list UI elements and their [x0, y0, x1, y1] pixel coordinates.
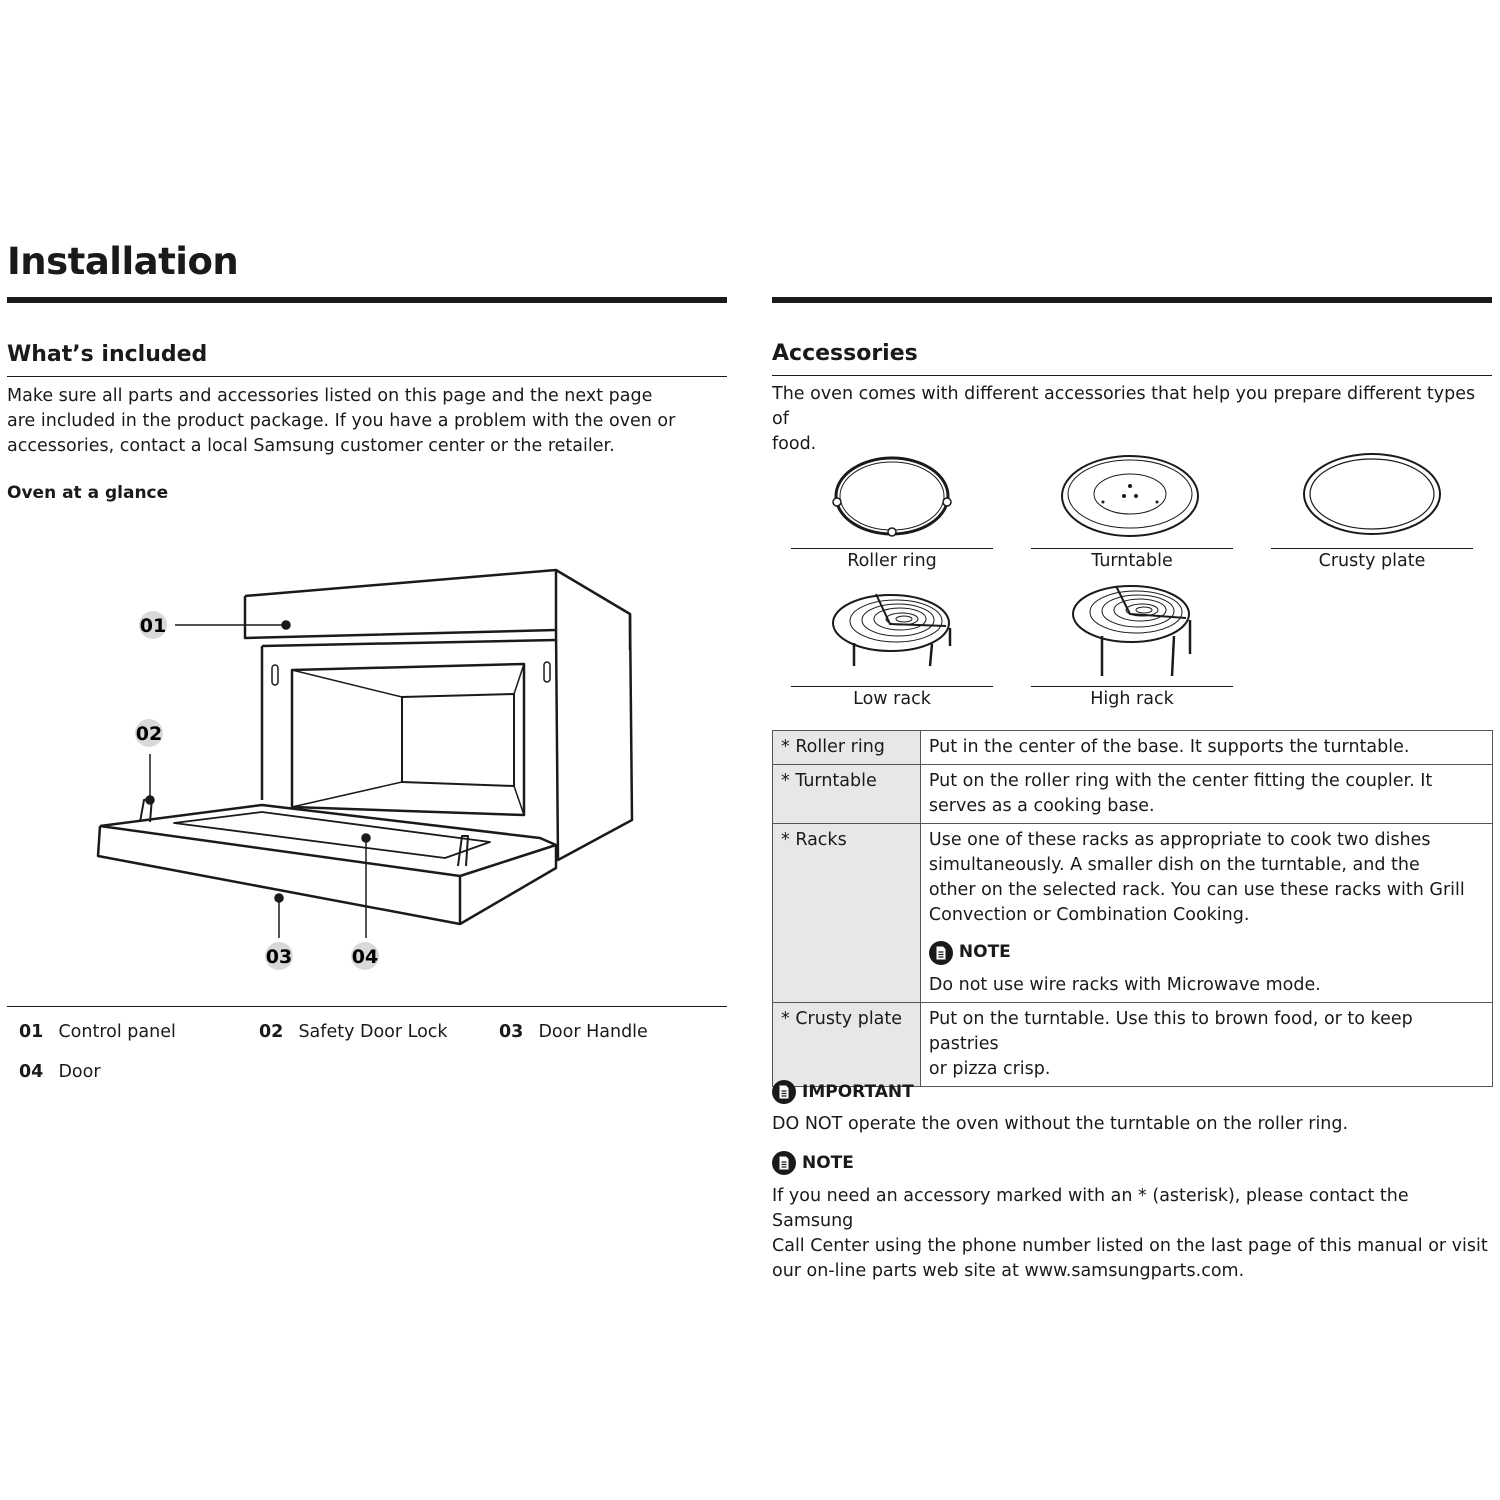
svg-text:04: 04	[352, 946, 378, 968]
low-rack-label: Low rack	[853, 689, 931, 709]
whats-included-title: What’s included	[7, 342, 208, 367]
accessories-title: Accessories	[772, 341, 918, 366]
roller-ring-label: Roller ring	[847, 551, 937, 571]
svg-text:01: 01	[140, 615, 166, 637]
table-row: * Crusty plate Put on the turntable. Use…	[772, 1002, 1494, 1087]
turntable-label: Turntable	[1091, 551, 1173, 571]
svg-text:03: 03	[266, 946, 292, 968]
svg-text:02: 02	[136, 723, 162, 745]
turntable-icon	[1061, 455, 1199, 537]
whats-included-intro: Make sure all parts and accessories list…	[7, 386, 676, 456]
callout-01: 01	[139, 611, 167, 639]
important-icon	[772, 1080, 796, 1104]
table-row: * Roller ring Put in the center of the b…	[772, 730, 1494, 765]
oven-illustration: 01 02 03 04	[96, 568, 634, 970]
racks-note-text: Do not use wire racks with Microwave mod…	[928, 975, 1321, 995]
important-heading: IMPORTANT	[772, 1080, 914, 1104]
high-rack-icon	[1072, 585, 1192, 677]
low-rack-icon	[832, 593, 952, 667]
accessories-table: * Roller ring Put in the center of the b…	[772, 730, 1494, 1087]
legend-item-04: 04 Door	[19, 1062, 101, 1082]
legend-rule	[7, 1006, 727, 1007]
accessories-intro: The oven comes with different accessorie…	[772, 384, 1476, 454]
callout-04: 04	[351, 942, 379, 970]
legend-item-03: 03 Door Handle	[499, 1022, 648, 1042]
table-row: * Turntable Put on the roller ring with …	[772, 764, 1494, 824]
table-row: * Racks Use one of these racks as approp…	[772, 823, 1494, 1003]
high-rack-label: High rack	[1090, 689, 1174, 709]
important-text: DO NOT operate the oven without the turn…	[772, 1114, 1349, 1134]
oven-at-a-glance-heading: Oven at a glance	[7, 483, 169, 503]
note-icon	[928, 940, 953, 965]
page-title: Installation	[7, 240, 239, 283]
note-text: If you need an accessory marked with an …	[772, 1186, 1488, 1281]
roller-ring-icon	[832, 456, 952, 537]
crusty-plate-label: Crusty plate	[1318, 551, 1426, 571]
callout-02: 02	[135, 719, 163, 747]
racks-note-heading: NOTE	[928, 940, 1484, 965]
right-title-rule	[772, 297, 1492, 303]
whats-included-rule	[7, 376, 727, 377]
left-title-rule	[7, 297, 727, 303]
callout-03: 03	[265, 942, 293, 970]
note-icon	[772, 1151, 796, 1175]
crusty-plate-icon	[1303, 453, 1441, 535]
note-heading: NOTE	[772, 1151, 854, 1175]
accessories-rule	[772, 375, 1492, 376]
legend-item-02: 02 Safety Door Lock	[259, 1022, 448, 1042]
legend-item-01: 01 Control panel	[19, 1022, 176, 1042]
